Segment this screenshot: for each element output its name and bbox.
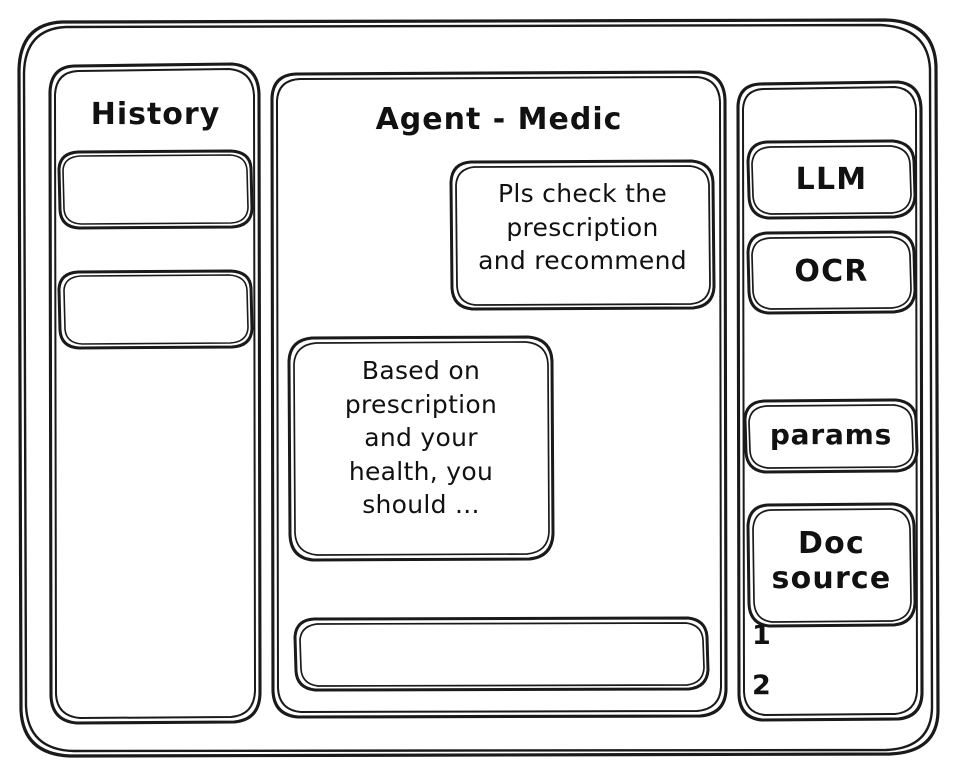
chip-doc-source[interactable]: Doc source xyxy=(748,504,915,626)
message-assistant-text: Based on prescription and your health, y… xyxy=(344,356,498,519)
chip-llm[interactable]: LLM xyxy=(748,141,915,218)
doc-list-item-2[interactable]: 2 xyxy=(752,665,812,703)
main-title: Agent - Medic xyxy=(375,102,623,137)
doc-list-item-2-label: 2 xyxy=(752,670,772,701)
message-user-text: Pls check the prescription and recommend xyxy=(478,179,687,275)
doc-list-item-1[interactable]: 1 xyxy=(752,615,812,653)
history-item-1[interactable] xyxy=(59,151,252,228)
doc-list-item-1-label: 1 xyxy=(752,620,772,651)
composer-input[interactable] xyxy=(295,618,708,690)
message-assistant: Based on prescription and your health, y… xyxy=(289,337,553,560)
chip-params[interactable]: params xyxy=(745,400,917,472)
history-item-2[interactable] xyxy=(59,271,252,348)
chip-ocr-label: OCR xyxy=(794,254,869,289)
chip-llm-label: LLM xyxy=(795,162,868,197)
chip-ocr[interactable]: OCR xyxy=(748,232,915,313)
chip-doc-source-label: Doc source xyxy=(771,526,892,597)
chip-params-label: params xyxy=(769,418,893,451)
message-user: Pls check the prescription and recommend xyxy=(451,161,714,309)
sidebar-left-title: History xyxy=(90,97,221,132)
